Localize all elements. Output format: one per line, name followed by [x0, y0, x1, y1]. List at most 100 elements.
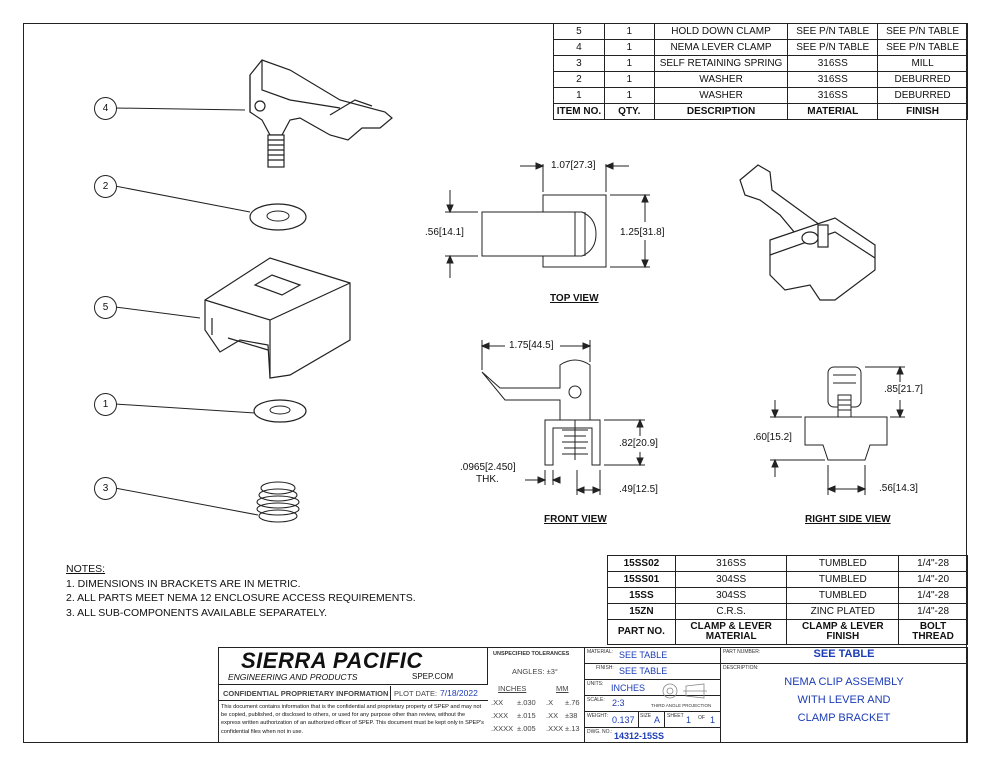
tolerance-value: .XX [546, 711, 559, 720]
leader-5 [114, 306, 201, 319]
pn-cell: 15SS02 [607, 555, 676, 572]
tolerance-value: ±38 [565, 711, 578, 720]
company-cell [218, 647, 488, 685]
company-website: SPEP.COM [412, 672, 454, 681]
dim-front-thk-label: THK. [476, 474, 499, 485]
weight-value: 0.137 [612, 715, 635, 725]
dwg-label: DWG. NO.: [587, 729, 613, 735]
title-block [218, 647, 968, 743]
note-item: 3. ALL SUB-COMPONENTS AVAILABLE SEPARATE… [66, 606, 328, 619]
material-label: MATERIAL: [587, 649, 614, 655]
bom-header-cell: QTY. [603, 103, 655, 120]
tolerance-value: .XX [491, 698, 504, 707]
right-side-view-label: RIGHT SIDE VIEW [805, 514, 891, 525]
pn-cell: TUMBLED [786, 571, 900, 588]
pn-cell: 304SS [674, 587, 788, 604]
callout-4: 4 [94, 97, 117, 120]
pn-header-cell: PART NO. [607, 619, 676, 645]
pn-header-cell: CLAMP & LEVER MATERIAL [674, 619, 788, 645]
leader-3 [114, 487, 259, 516]
assembly-iso [739, 164, 876, 301]
divider [390, 686, 391, 700]
pn-cell: TUMBLED [786, 555, 900, 572]
dim-top-small: .56[14.1] [425, 227, 464, 238]
spec-block [584, 647, 721, 743]
pn-header-cell: CLAMP & LEVER FINISH [786, 619, 900, 645]
pn-cell: 15SS01 [607, 571, 676, 588]
callout-5: 5 [94, 296, 117, 319]
hold-down-clamp-iso [204, 257, 351, 379]
tolerance-value: ±.030 [517, 698, 536, 707]
top-view-geometry [445, 162, 650, 278]
angles: ANGLES: ±3° [512, 667, 558, 676]
tolerance-value: ±.13 [565, 724, 580, 733]
callout-3: 3 [94, 477, 117, 500]
pn-cell: 1/4"-28 [898, 603, 968, 620]
plot-label: PLOT DATE: [394, 689, 438, 698]
finish-value: SEE TABLE [619, 666, 668, 676]
right-side-view-geometry [770, 365, 905, 495]
washer-2 [249, 203, 307, 231]
scale-label: SCALE: [587, 697, 605, 703]
dwg-number: 14312-15SS [614, 731, 665, 741]
tolerance-value: ±.76 [565, 698, 580, 707]
mm-header: MM [556, 684, 569, 693]
divider [584, 679, 720, 680]
pn-cell: 1/4"-28 [898, 555, 968, 572]
note-item: 2. ALL PARTS MEET NEMA 12 ENCLOSURE ACCE… [66, 592, 416, 604]
note-item: 1. DIMENSIONS IN BRACKETS ARE IN METRIC. [66, 577, 301, 590]
weight-label: WEIGHT: [587, 713, 608, 719]
divider [664, 711, 665, 727]
callout-2: 2 [94, 175, 117, 198]
size-value: A [654, 715, 661, 725]
of-label: OF [698, 715, 705, 721]
top-view-label: TOP VIEW [550, 293, 599, 304]
pn-cell: C.R.S. [674, 603, 788, 620]
tolerance-value: ±.005 [517, 724, 536, 733]
pn-cell: 15SS [607, 587, 676, 604]
tolerance-value: .XXX [491, 711, 509, 720]
plot-date: 7/18/2022 [440, 688, 478, 698]
third-angle-projection-icon [662, 683, 707, 699]
company-subtitle: ENGINEERING AND PRODUCTS [228, 672, 358, 682]
units-label: UNITS: [587, 681, 604, 687]
dim-top-height: 1.25[31.8] [620, 227, 665, 238]
of-value: 1 [710, 715, 716, 725]
description-line: NEMA CLIP ASSEMBLY [784, 676, 904, 688]
confidential-label: CONFIDENTIAL PROPRIETARY INFORMATION [223, 689, 389, 698]
tolerances-title: UNSPECIFIED TOLERANCES [493, 651, 570, 657]
dim-front-length: 1.75[44.5] [509, 340, 554, 351]
sheet-value: 1 [686, 715, 692, 725]
pn-cell: 1/4"-20 [898, 571, 968, 588]
description-line: WITH LEVER AND [797, 694, 891, 706]
finish-label: FINISH: [596, 665, 614, 671]
description-line: CLAMP BRACKET [797, 712, 891, 724]
notes: NOTES: 1. DIMENSIONS IN BRACKETS ARE IN … [66, 562, 416, 620]
notes-title: NOTES: [66, 563, 106, 575]
pn-header-cell: BOLT THREAD [898, 619, 968, 645]
dim-right-h2: .60[15.2] [753, 432, 792, 443]
callout-1: 1 [94, 393, 117, 416]
leader-4 [114, 107, 246, 111]
pn-cell: 15ZN [607, 603, 676, 620]
dim-front-height: .82[20.9] [619, 438, 658, 449]
dim-right-width: .56[14.3] [879, 483, 918, 494]
pn-cell: ZINC PLATED [786, 603, 900, 620]
divider [218, 700, 488, 701]
divider [584, 727, 720, 728]
bom-header-cell: ITEM NO. [553, 103, 605, 120]
dim-right-h1: .85[21.7] [884, 384, 923, 395]
lever-clamp-iso [249, 59, 393, 168]
description: NEMA CLIP ASSEMBLY WITH LEVER AND CLAMP … [720, 673, 968, 727]
dim-top-width: 1.07[27.3] [551, 160, 596, 171]
size-label: SIZE [640, 713, 652, 719]
